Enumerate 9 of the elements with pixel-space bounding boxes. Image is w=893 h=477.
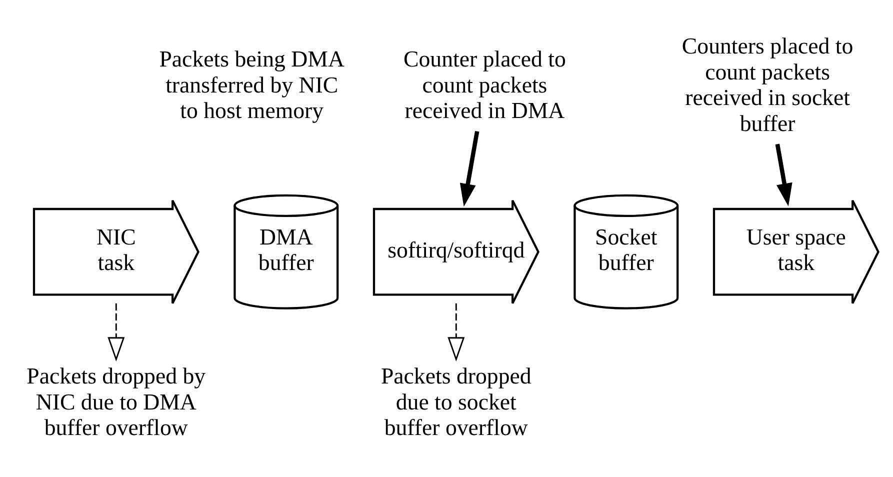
arrow	[460, 130, 480, 206]
node-text: Counter placed to count packets received in DMA	[404, 46, 566, 122]
arrow	[775, 143, 792, 206]
node-text: Packets dropped due to socket buffer overflow	[380, 363, 532, 440]
node-text: Counters placed to count packets received in socket buffer	[682, 33, 854, 136]
node-text: Packets dropped by NIC due to DMA buffer overflow	[26, 363, 206, 440]
arrow	[448, 302, 465, 361]
label: Packets being DMA transferred by NIC to host memory	[159, 46, 344, 122]
arrow	[108, 302, 125, 361]
